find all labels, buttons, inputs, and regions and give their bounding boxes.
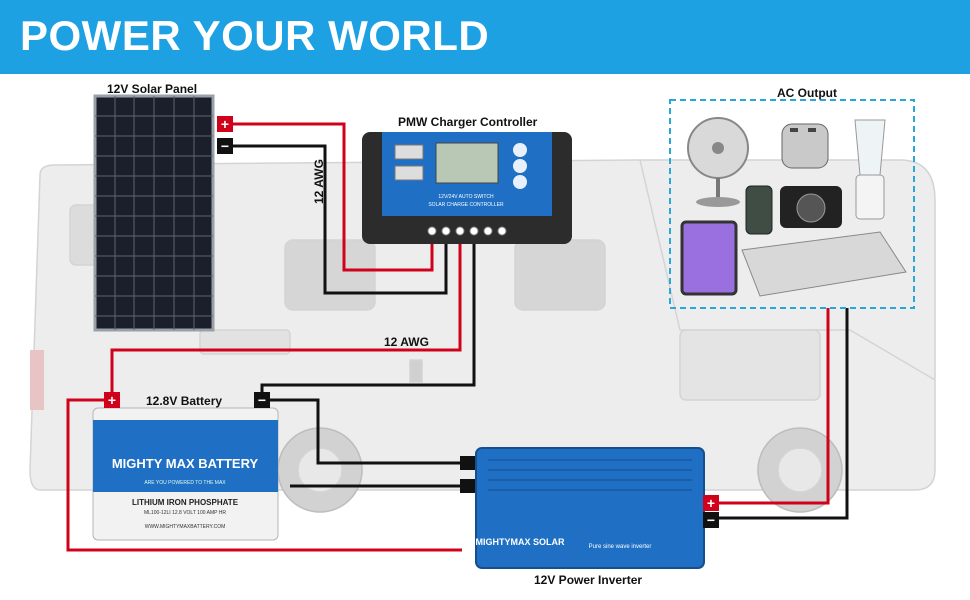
positive-wires [66, 122, 830, 552]
battery-brand: MIGHTY MAX BATTERY [112, 456, 259, 471]
solar-panel [93, 94, 215, 332]
ac-output-box [669, 99, 915, 309]
svg-text:+: + [221, 116, 229, 132]
page-title: POWER YOUR WORLD [20, 12, 490, 59]
battery-url: WWW.MIGHTYMAXBATTERY.COM [145, 524, 226, 530]
solar-positive-terminal: + [217, 116, 233, 132]
tablet-icon [680, 220, 738, 296]
ac-output-label: AC Output [777, 86, 837, 100]
power-inverter: MIGHTYMAX SOLAR Pure sine wave inverter [460, 447, 705, 569]
fan-icon [687, 117, 749, 207]
battery-tagline: ARE YOU POWERED TO THE MAX [144, 480, 226, 486]
wire-gauge-label-horizontal: 12 AWG [384, 335, 429, 349]
svg-text:−: − [707, 512, 715, 528]
wire-gauge-label-vertical: 12 AWG [312, 159, 326, 204]
solar-negative-terminal: − [217, 138, 233, 154]
controller-line2: SOLAR CHARGE CONTROLLER [428, 202, 504, 208]
svg-text:−: − [221, 138, 229, 154]
smartphone-icon [745, 185, 773, 235]
svg-text:+: + [108, 392, 116, 408]
battery-model: ML100-12LI 12.8 VOLT 100 AMP HR [144, 510, 226, 516]
inverter-negative-terminal: − [703, 512, 719, 528]
blender-icon [854, 119, 886, 220]
battery-label: 12.8V Battery [146, 394, 223, 408]
page-header: POWER YOUR WORLD [0, 0, 970, 74]
inverter-label: 12V Power Inverter [534, 573, 643, 587]
battery-negative-terminal: − [254, 392, 270, 408]
charge-controller: 12V/24V AUTO SWITCH SOLAR CHARGE CONTROL… [362, 132, 572, 244]
solar-panel-label: 12V Solar Panel [107, 82, 198, 96]
negative-wires [232, 144, 849, 520]
charge-controller-label: PMW Charger Controller [398, 115, 538, 129]
battery-chemistry: LITHIUM IRON PHOSPHATE [132, 498, 239, 507]
controller-line1: 12V/24V AUTO SWITCH [438, 194, 494, 200]
svg-text:+: + [707, 495, 715, 511]
toaster-icon [781, 123, 829, 169]
inverter-note: Pure sine wave inverter [589, 544, 652, 550]
camera-icon [780, 186, 842, 228]
svg-text:−: − [258, 392, 266, 408]
inverter-brand: MIGHTYMAX SOLAR [476, 537, 565, 547]
battery-positive-terminal: + [104, 392, 120, 408]
inverter-positive-terminal: + [703, 495, 719, 511]
wiring-diagram: + − 12V/24V AUTO SWITCH SOLAR CHARGE CON… [29, 94, 936, 569]
laptop-icon [741, 231, 907, 297]
battery: MIGHTY MAX BATTERY ARE YOU POWERED TO TH… [92, 407, 279, 541]
